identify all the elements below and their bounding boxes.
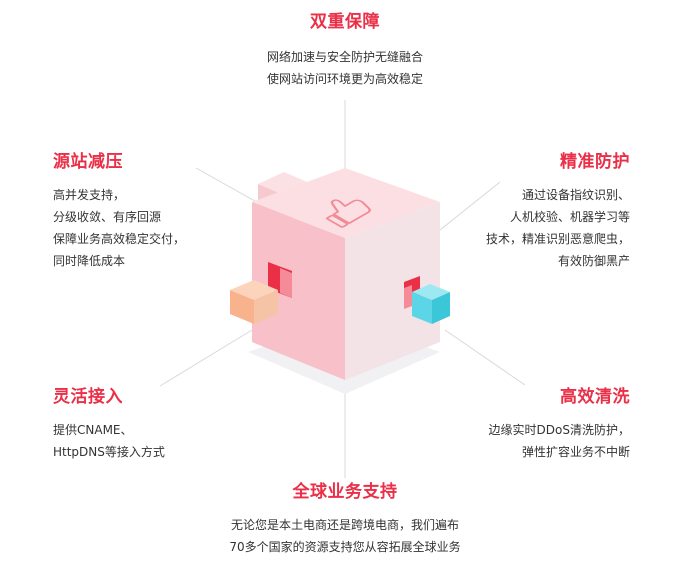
- feature-dual-protection: 双重保障 网络加速与安全防护无缝融合 使网站访问环境更为高效稳定: [225, 10, 465, 90]
- feature-precise-protection: 精准防护 通过设备指纹识别、 人机校验、机器学习等 技术，精准识别恶意爬虫， 有…: [450, 150, 630, 272]
- feature-title: 双重保障: [310, 12, 380, 32]
- feature-efficient-scrubbing: 高效清洗 边缘实时DDoS清洗防护， 弹性扩容业务不中断: [440, 385, 630, 463]
- feature-origin-offload: 源站减压 高并发支持， 分级收敛、有序回源 保障业务高效稳定交付， 同时降低成本: [53, 150, 233, 272]
- feature-title: 全球业务支持: [292, 482, 398, 502]
- connector-left-top: [195, 167, 263, 206]
- small-cube-cyan: [412, 284, 450, 324]
- feature-text-line: 技术，精准识别恶意爬虫，: [485, 232, 630, 246]
- feature-text-line: HttpDNS等接入方式: [53, 445, 165, 459]
- feature-text-line: 70多个国家的资源支持您从容拓展全球业务: [229, 540, 461, 554]
- connector-left-bottom: [159, 329, 253, 387]
- feature-text-line: 无论您是本土电商还是跨境电商，我们遍布: [230, 518, 459, 532]
- feature-text-line: 提供CNAME、: [53, 423, 133, 437]
- cube-left-face: [252, 202, 345, 380]
- feature-text-line: 同时降低成本: [53, 254, 126, 268]
- main-cube: [252, 168, 440, 380]
- feature-title: 精准防护: [560, 152, 630, 172]
- cube-top-face: [252, 168, 440, 238]
- feature-text-line: 使网站访问环境更为高效稳定: [266, 72, 423, 86]
- connector-right-top: [439, 181, 501, 231]
- feature-text-line: 高并发支持，: [53, 188, 126, 202]
- feature-text-line: 人机校验、机器学习等: [509, 210, 630, 224]
- cube-right-face: [345, 202, 440, 380]
- feature-title: 灵活接入: [53, 387, 123, 407]
- feature-text-line: 有效防御黑产: [557, 254, 630, 268]
- thumbs-up-icon: [326, 199, 371, 228]
- small-cube-orange: [230, 280, 278, 324]
- connector-lines: [159, 100, 526, 478]
- feature-global-business: 全球业务支持 无论您是本土电商还是跨境电商，我们遍布 70多个国家的资源支持您从…: [185, 480, 505, 558]
- feature-title: 源站减压: [53, 152, 123, 172]
- feature-title: 高效清洗: [560, 387, 630, 407]
- feature-text-line: 分级收敛、有序回源: [53, 210, 162, 224]
- feature-text-line: 保障业务高效稳定交付，: [53, 232, 186, 246]
- feature-text-line: 通过设备指纹识别、: [521, 188, 630, 202]
- feature-text-line: 网络加速与安全防护无缝融合: [266, 50, 423, 64]
- connector-right-bottom: [444, 329, 526, 386]
- feature-flexible-access: 灵活接入 提供CNAME、 HttpDNS等接入方式: [53, 385, 233, 463]
- feature-text-line: 弹性扩容业务不中断: [521, 445, 630, 459]
- feature-text-line: 边缘实时DDoS清洗防护，: [488, 423, 630, 437]
